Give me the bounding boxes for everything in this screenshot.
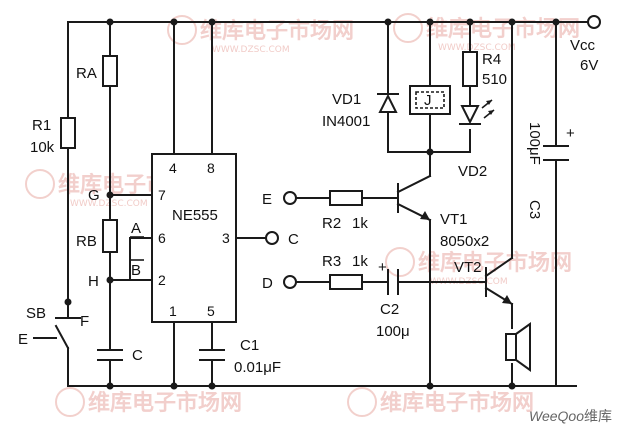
capacitor-c1: C1 0.01μF: [199, 337, 281, 376]
d-input-label: D: [262, 275, 273, 292]
transistor-vt1-label: VT1: [440, 211, 468, 228]
node-g-dot: [106, 191, 114, 199]
watermark-url: WWW.DZSC.COM: [70, 199, 148, 209]
resistor-rb: RB: [76, 219, 118, 253]
capacitor-c2-label: C2: [380, 301, 399, 318]
node-f-label: F: [80, 313, 89, 330]
ic-pin-6: 6: [158, 230, 166, 246]
vcc-voltage: 6V: [580, 57, 598, 74]
ic-pin-2: 2: [158, 272, 166, 288]
resistor-rb-label: RB: [76, 233, 97, 250]
transistor-vt2: VT2: [454, 256, 514, 306]
resistor-r2: R2 1k: [322, 190, 368, 232]
ne555-ic: NE555 4 8 7 6 3 2 1 5 A B: [130, 153, 237, 323]
node-h-dot: [106, 276, 114, 284]
node-h-label: H: [88, 273, 99, 290]
ic-pin-4: 4: [169, 160, 177, 176]
switch-e-label: E: [18, 331, 28, 348]
c-output-terminal: C: [265, 231, 299, 248]
vcc-label: Vcc: [570, 37, 596, 54]
led-vd2: VD2: [458, 99, 495, 180]
switch-sb: SB E: [18, 301, 81, 350]
capacitor-c: C: [97, 347, 143, 364]
vcc-terminal: Vcc 6V: [570, 15, 601, 74]
watermark-bottom-right: 维库电子市场网: [347, 387, 534, 417]
credit-brand-cn: 维库: [584, 408, 612, 424]
watermark-text: 维库电子市场网: [418, 250, 572, 276]
resistor-r1: R1 10k: [30, 117, 76, 156]
watermark-url: WWW.DZSC.COM: [438, 43, 516, 53]
capacitor-c3: + C3 100μF: [526, 122, 575, 219]
credit-brand-text: WeeQoo: [529, 408, 584, 424]
resistor-r3-value: 1k: [352, 253, 368, 270]
ic-pin-3: 3: [222, 230, 230, 246]
capacitor-c3-plus: +: [566, 125, 575, 142]
resistor-ra: RA: [76, 55, 118, 87]
capacitor-c1-value: 0.01μF: [234, 359, 281, 376]
transistor-vt1-part: 8050x2: [440, 233, 489, 250]
transistor-vt1: VT1 8050x2: [396, 174, 489, 250]
ic-pin-5: 5: [207, 303, 215, 319]
wiring: [67, 21, 589, 387]
capacitor-c3-value: 100μF: [526, 122, 543, 165]
credit-brand: WeeQoo维库: [529, 406, 612, 426]
capacitor-c2-value: 100μ: [376, 323, 410, 340]
resistor-r2-value: 1k: [352, 215, 368, 232]
ic-pin6-net-label: A: [131, 220, 141, 237]
ic-pin-1: 1: [169, 303, 177, 319]
capacitor-c3-label: C3: [526, 200, 543, 219]
capacitor-c2: + C2 100μ: [376, 259, 410, 340]
diode-vd1: VD1 IN4001: [322, 87, 399, 130]
capacitor-c1-label: C1: [240, 337, 259, 354]
ic-name: NE555: [172, 207, 218, 224]
resistor-r1-value: 10k: [30, 139, 55, 156]
switch-sb-label: SB: [26, 305, 46, 322]
watermark-bottom-left: 维库电子市场网: [55, 387, 242, 417]
led-vd2-label: VD2: [458, 163, 487, 180]
relay-j-label: J: [424, 92, 432, 109]
resistor-r3: R3 1k: [322, 253, 368, 290]
resistor-r2-label: R2: [322, 215, 341, 232]
resistor-r4-label: R4: [482, 51, 501, 68]
c-output-label: C: [288, 231, 299, 248]
node-g-label: G: [88, 187, 100, 204]
watermark-text: 维库电子市场网: [88, 390, 242, 416]
watermark-url: WWW.DZSC.COM: [212, 45, 290, 55]
transistor-vt2-label: VT2: [454, 259, 482, 276]
ic-pin2-net-label: B: [131, 262, 141, 279]
capacitor-c-label: C: [132, 347, 143, 364]
watermark-top-right: 维库电子市场网 WWW.DZSC.COM: [393, 13, 580, 53]
d-input-terminal: D: [262, 275, 297, 292]
e-input-label: E: [262, 191, 272, 208]
capacitor-c2-plus: +: [378, 259, 387, 276]
diode-vd1-label: VD1: [332, 91, 361, 108]
speaker: [505, 322, 531, 372]
resistor-r4: R4 510: [462, 51, 507, 88]
diode-vd1-part: IN4001: [322, 113, 370, 130]
resistor-r3-label: R3: [322, 253, 341, 270]
ic-pin-7: 7: [158, 187, 166, 203]
ic-pin-8: 8: [207, 160, 215, 176]
resistor-ra-label: RA: [76, 65, 97, 82]
resistor-r1-label: R1: [32, 117, 51, 134]
e-input-terminal: E: [262, 191, 297, 208]
resistor-r4-value: 510: [482, 71, 507, 88]
watermark-text: 维库电子市场网: [380, 390, 534, 416]
relay-j: J: [409, 85, 451, 115]
